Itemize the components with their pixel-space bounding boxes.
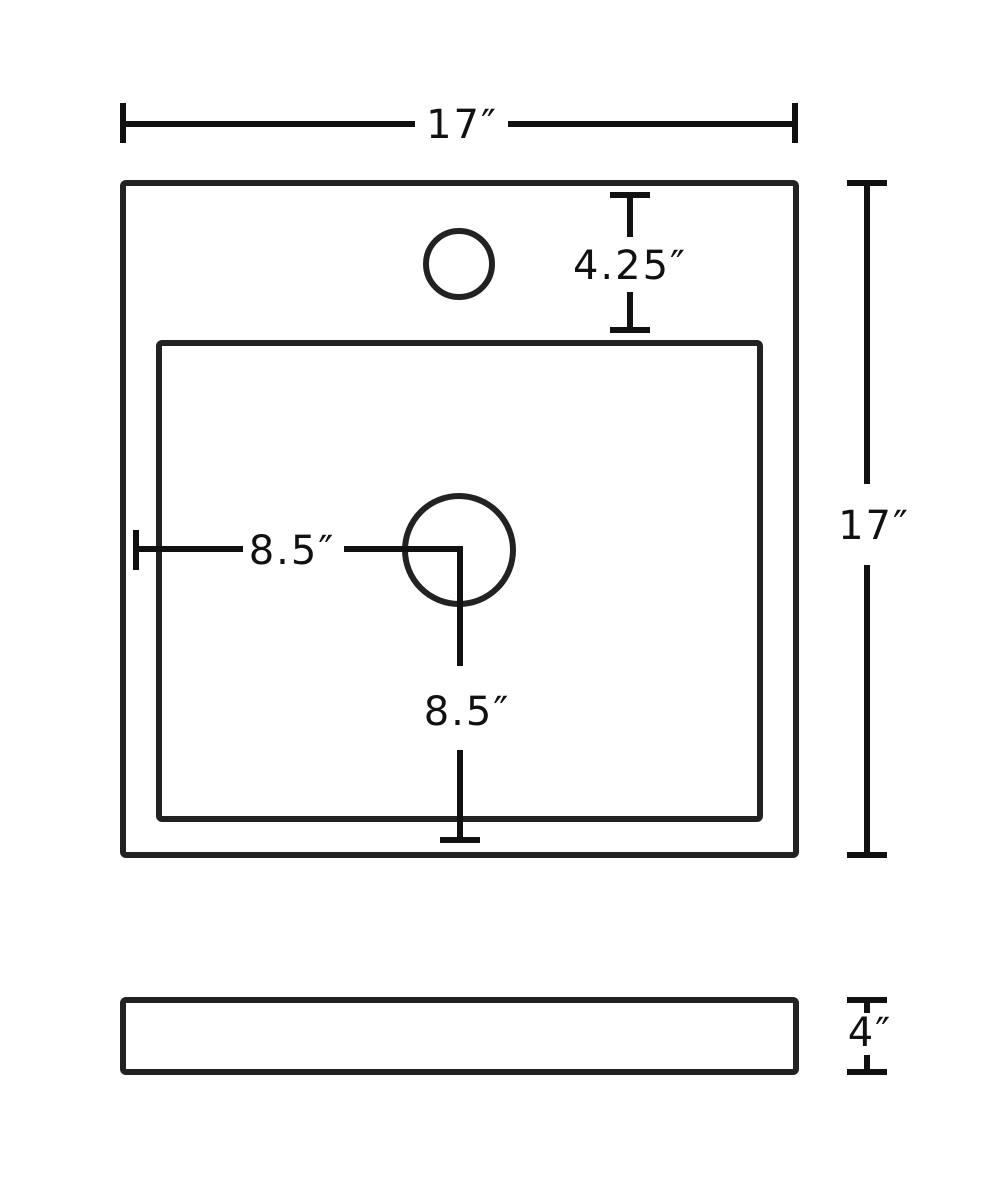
sink-side-profile bbox=[120, 997, 799, 1075]
drain-side-dimension: 8.5″ bbox=[133, 528, 462, 574]
drain-front-label: 8.5″ bbox=[424, 689, 511, 735]
width-label: 17″ bbox=[426, 102, 498, 148]
faucet-offset-dimension: 4.25″ bbox=[573, 192, 687, 333]
height-label: 4″ bbox=[848, 1010, 892, 1056]
height-dimension: 4″ bbox=[845, 997, 895, 1075]
depth-label: 17″ bbox=[838, 503, 910, 549]
faucet-hole bbox=[423, 228, 495, 300]
drain-side-label: 8.5″ bbox=[249, 528, 336, 574]
depth-dimension: 17″ bbox=[838, 180, 910, 858]
height-label-backdrop bbox=[845, 1013, 895, 1055]
drain-front-dimension: 8.5″ bbox=[424, 546, 511, 843]
sink-outer-outline bbox=[120, 180, 799, 858]
width-dimension: 17″ bbox=[120, 102, 798, 148]
faucet-offset-label: 4.25″ bbox=[573, 243, 687, 289]
